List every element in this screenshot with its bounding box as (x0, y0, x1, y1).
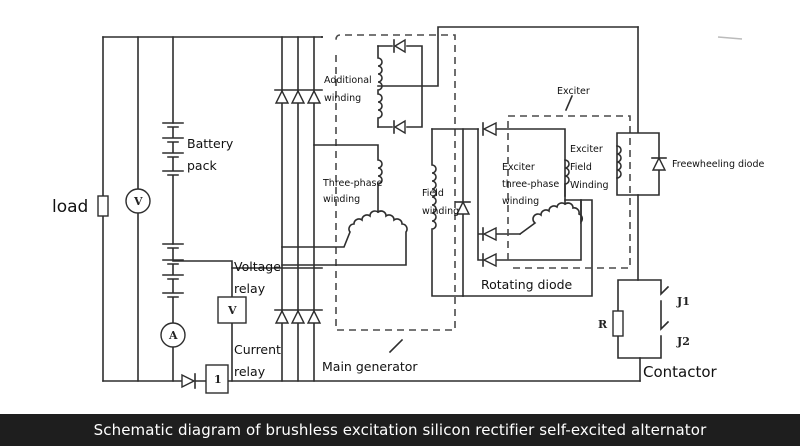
three-phase-winding (281, 144, 408, 266)
voltage-relay-box (217, 296, 247, 324)
contactor (612, 279, 670, 382)
contactor-resistor (612, 310, 624, 337)
voltage-relay-wire (172, 260, 233, 382)
label-three-phase-line2: winding (323, 194, 360, 205)
rectifier-upper-diodes (274, 89, 322, 104)
battery-pack-lower (162, 243, 184, 298)
ammeter (160, 322, 186, 348)
main-generator-boundary (335, 34, 456, 331)
exciter-leader (564, 94, 574, 112)
label-voltage-relay-line1: Voltage (234, 259, 281, 274)
dc-circuit (97, 36, 641, 394)
label-main-generator: Main generator (322, 359, 418, 374)
label-exciter-three-phase-line3: winding (502, 196, 539, 207)
battery-pack-upper (162, 122, 184, 176)
label-rotating-diode: Rotating diode (481, 277, 573, 292)
label-voltage-relay-symbol: V (227, 304, 237, 317)
exciter-boundary (507, 115, 631, 269)
label-exciter: Exciter (557, 86, 590, 97)
label-exciter-field-line2: Field (570, 162, 592, 173)
label-battery-line1: Battery (187, 136, 234, 151)
label-contactor: Contactor (643, 363, 718, 381)
label-field-winding-line1: Field (422, 188, 444, 199)
exciter-return-wire (462, 199, 593, 297)
label-current-relay-line1: Current (234, 342, 281, 357)
label-freewheeling-diode: Freewheeling diode (672, 159, 765, 170)
label-voltage-relay-line2: relay (234, 281, 266, 296)
caption-bar: Schematic diagram of brushless excitatio… (0, 414, 800, 446)
exciter-three-phase-winding (462, 159, 593, 297)
label-exciter-three-phase-line1: Exciter (502, 162, 535, 173)
load-resistor (97, 195, 109, 217)
field-diode (455, 200, 471, 215)
label-three-phase-line1: Three-phase (322, 178, 382, 189)
label-current-relay-line2: relay (234, 364, 266, 379)
schematic-diagram: load V A Battery pack Voltage relay V Cu… (52, 26, 765, 394)
exciter-field-circuit (616, 26, 667, 281)
freewheeling-diode (651, 156, 667, 171)
rectifier-bridge (274, 36, 323, 382)
series-diode (181, 373, 196, 389)
label-battery-line2: pack (187, 158, 217, 173)
label-additional-winding-line1: Additional (324, 75, 372, 86)
schematic-svg: load V A Battery pack Voltage relay V Cu… (52, 26, 765, 394)
label-field-winding-line2: winding (422, 206, 459, 217)
field-winding (431, 128, 566, 297)
additional-winding (321, 26, 639, 135)
label-voltmeter-symbol: V (133, 195, 143, 208)
label-contact-j1: J1 (676, 295, 690, 308)
decorative-mark (717, 36, 743, 40)
label-additional-winding-line2: winding (324, 93, 361, 104)
label-exciter-field-line1: Exciter (570, 144, 603, 155)
diagram-caption: Schematic diagram of brushless excitatio… (93, 421, 707, 439)
label-exciter-field-line3: Winding (570, 180, 609, 191)
current-relay-box (205, 364, 229, 394)
label-load: load (52, 197, 88, 217)
rectifier-rails (281, 36, 315, 382)
label-resistor: R (598, 318, 608, 331)
main-generator-leader (388, 338, 404, 354)
voltmeter (125, 188, 151, 214)
label-ammeter-symbol: A (168, 329, 178, 342)
label-contact-j2: J2 (676, 335, 690, 348)
rectifier-lower-diodes (274, 309, 322, 324)
rotating-diodes (477, 121, 582, 268)
label-exciter-three-phase-line2: three-phase (502, 179, 559, 190)
label-current-relay-symbol: 1 (214, 373, 222, 386)
additional-winding-feed (377, 26, 639, 87)
